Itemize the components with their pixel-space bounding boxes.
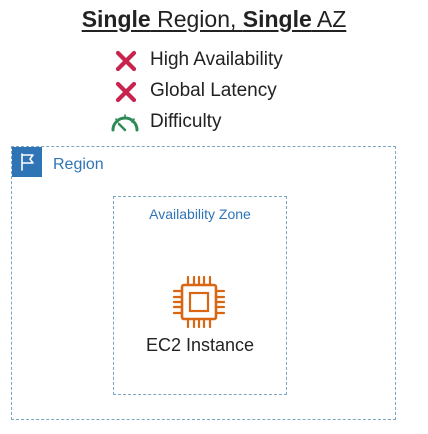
region-container: Region — [11, 146, 396, 420]
criteria-label: High Availability — [150, 49, 283, 70]
ec2-chip-icon — [172, 275, 226, 329]
title-part-az: AZ — [311, 6, 347, 32]
flag-icon — [12, 147, 42, 177]
region-label: Region — [53, 156, 104, 173]
availability-zone-label: Availability Zone — [149, 206, 251, 222]
ec2-instance-label: EC2 Instance — [145, 335, 255, 355]
criteria-label: Difficulty — [150, 111, 222, 132]
title-part-region: Region, — [150, 6, 243, 32]
availability-zone-container: Availability Zone EC2 Instance — [113, 196, 287, 395]
x-mark-icon — [115, 50, 137, 72]
title-part-single-2: Single — [242, 6, 312, 32]
x-mark-icon — [115, 81, 137, 103]
page-title: Single Region, Single AZ — [0, 4, 428, 34]
title-part-single-1: Single — [81, 6, 151, 32]
criteria-label: Global Latency — [150, 80, 277, 101]
gauge-icon — [111, 114, 139, 132]
